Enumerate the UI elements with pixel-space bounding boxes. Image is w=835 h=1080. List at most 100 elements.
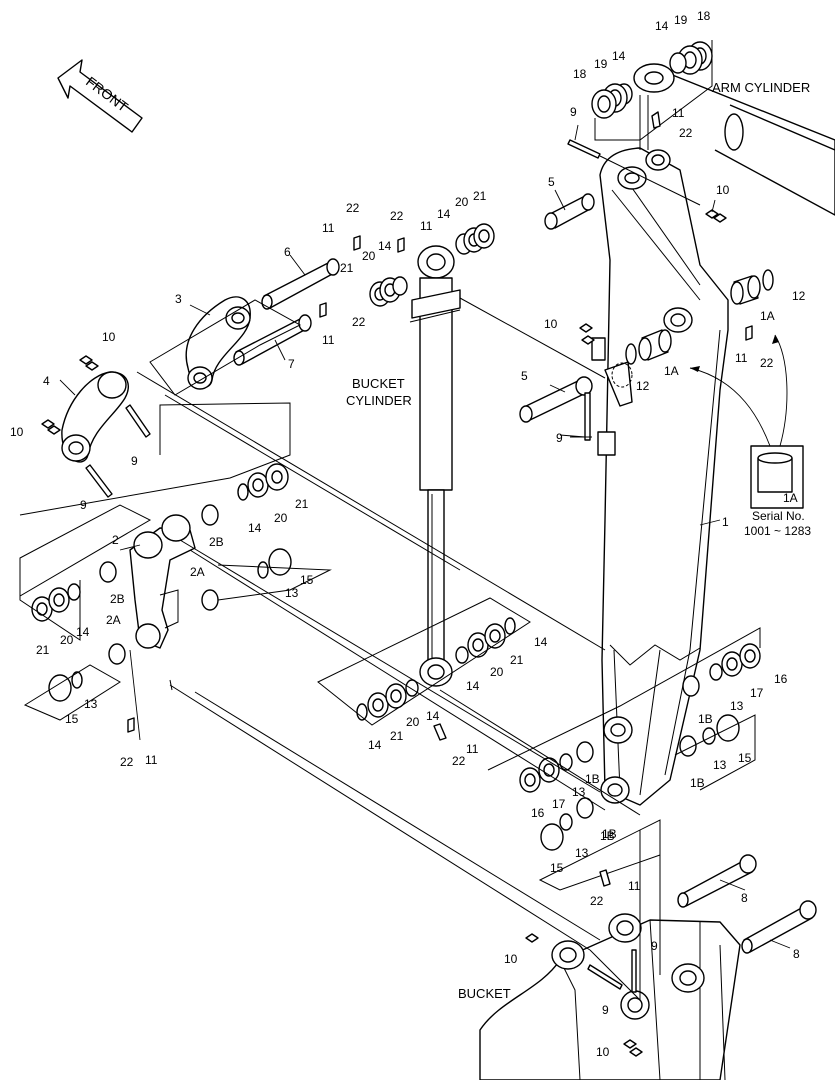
pin-8-upper: [677, 854, 757, 908]
nuts-10: [41, 323, 643, 1057]
callout: 18: [697, 9, 711, 23]
callout: 21: [36, 643, 50, 657]
callout: 9: [651, 939, 658, 953]
callout: 2: [112, 533, 119, 547]
callout: 9: [570, 105, 577, 119]
arm-boss-top: [617, 149, 671, 190]
callout: 12: [792, 289, 806, 303]
pin-8-lower: [741, 900, 817, 954]
callout: 14: [534, 635, 548, 649]
serial-inset: [689, 334, 804, 509]
bolt-top: [567, 139, 701, 206]
callout: 14: [655, 19, 669, 33]
callout: 22: [390, 209, 404, 223]
bolts-left: [85, 404, 151, 498]
callout: 13: [713, 758, 727, 772]
callout: 20: [490, 665, 504, 679]
bushing-1A-left: [625, 329, 672, 365]
callout: 8: [741, 891, 748, 905]
callout: 13: [572, 785, 586, 799]
callout: 5: [521, 369, 528, 383]
washers-cyl-head: [369, 223, 495, 307]
label-bucket-cylinder-2: CYLINDER: [346, 393, 412, 408]
callout: 13: [84, 697, 98, 711]
callout: 19: [674, 13, 688, 27]
callout: 7: [288, 357, 295, 371]
callout: 15: [65, 712, 79, 726]
callout: 1A: [760, 309, 775, 323]
callout: 10: [544, 317, 558, 331]
callout: 10: [10, 425, 24, 439]
label-serial-2: 1001 ~ 1283: [744, 524, 811, 538]
callout: 9: [80, 498, 87, 512]
washers-arm-low: [519, 643, 761, 851]
nuts-10-right: [705, 209, 727, 223]
callout: 16: [531, 806, 545, 820]
bolt-mid: [570, 392, 592, 441]
bucket: [479, 913, 741, 1080]
leader-lines: [59, 124, 791, 949]
callout: 20: [455, 195, 469, 209]
callout: 11: [466, 742, 479, 756]
callout: 1B: [602, 827, 617, 841]
callout: 5: [548, 175, 555, 189]
callout: 11: [322, 221, 335, 235]
callout: 9: [602, 1003, 609, 1017]
callout: 14: [248, 521, 262, 535]
callout: 11: [420, 219, 433, 233]
label-inset-part: 1A: [783, 491, 798, 505]
panel-outlines: [19, 299, 761, 891]
callout: 11: [628, 879, 641, 893]
bushing-1A-right: [730, 269, 774, 305]
callout: 12: [636, 379, 650, 393]
callout: 9: [131, 454, 138, 468]
pin-5-lower: [519, 376, 593, 423]
callout: 13: [575, 846, 589, 860]
callout: 14: [466, 679, 480, 693]
callout: 21: [473, 189, 487, 203]
callout: 14: [378, 239, 392, 253]
callout: 22: [679, 126, 693, 140]
callout: 9: [556, 431, 563, 445]
label-serial-1: Serial No.: [752, 509, 805, 523]
callout: 22: [452, 754, 466, 768]
bolts-bucket: [587, 949, 637, 993]
clips-11-22: [127, 111, 753, 887]
callout: 2A: [190, 565, 205, 579]
callout: 10: [504, 952, 518, 966]
callout: 14: [426, 709, 440, 723]
callout: 14: [368, 738, 382, 752]
label-arm-cylinder: ARM CYLINDER: [712, 80, 810, 95]
callout: 22: [352, 315, 366, 329]
callout: 10: [716, 183, 730, 197]
front-arrow: FRONT: [57, 59, 143, 133]
label-bucket-cylinder-1: BUCKET: [352, 376, 405, 391]
callout: 14: [437, 207, 451, 221]
callout: 15: [738, 751, 752, 765]
callout: 10: [102, 330, 116, 344]
callout: 14: [612, 49, 626, 63]
link-2: [129, 514, 196, 649]
callout: 6: [284, 245, 291, 259]
callout: 22: [346, 201, 360, 215]
bucket-cylinder: [409, 245, 461, 687]
arm-boss-mid: [663, 307, 693, 333]
callout: 11: [145, 753, 158, 767]
callout: 11: [322, 333, 335, 347]
callout: 21: [510, 653, 524, 667]
label-bucket: BUCKET: [458, 986, 511, 1001]
callout: 11: [735, 351, 748, 365]
arm-cylinder: [633, 63, 835, 216]
callout: 10: [596, 1045, 610, 1059]
callout: 22: [760, 356, 774, 370]
callout: 21: [390, 729, 404, 743]
callout: 1B: [698, 712, 713, 726]
arm-boss-low: [600, 716, 633, 804]
callout: 13: [285, 586, 299, 600]
arm-body: [599, 147, 729, 806]
callout: 14: [76, 625, 90, 639]
callout: 8: [793, 947, 800, 961]
callout: 1B: [585, 772, 600, 786]
callout: 17: [750, 686, 764, 700]
